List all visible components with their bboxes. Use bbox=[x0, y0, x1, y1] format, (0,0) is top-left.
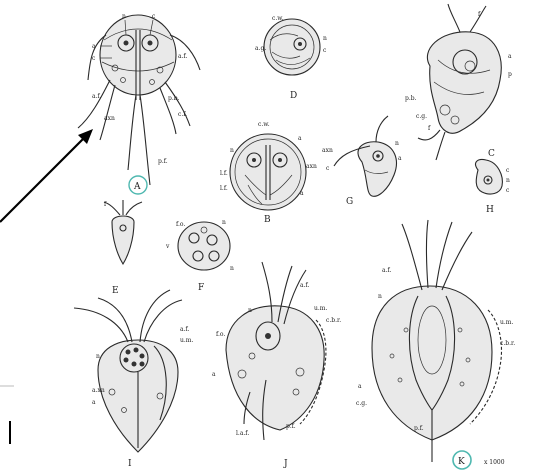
label-k-n: n bbox=[378, 293, 382, 300]
label-a-a2: a.f. bbox=[178, 53, 187, 60]
label-c-pb: p.b. bbox=[405, 95, 417, 102]
panel-letter-d: D bbox=[290, 91, 297, 101]
label-i-n: n bbox=[96, 353, 100, 360]
label-j-laf: l.a.f. bbox=[236, 430, 249, 437]
label-f-fo: f.o. bbox=[176, 221, 185, 228]
label-j-pf: p.f. bbox=[286, 423, 296, 430]
label-j-fo: f.o. bbox=[216, 331, 225, 338]
label-j-a: a bbox=[212, 371, 216, 378]
panel-letter-e: E bbox=[112, 286, 119, 296]
label-b-lf1: l.f. bbox=[220, 170, 228, 177]
panel-letter-k: K bbox=[458, 457, 465, 467]
label-k-a: a bbox=[358, 383, 362, 390]
panel-letter-f: F bbox=[198, 283, 204, 293]
label-k-cg: c.g. bbox=[356, 400, 367, 407]
label-b-a2: a bbox=[300, 190, 304, 197]
label-k-um: u.m. bbox=[500, 319, 513, 326]
label-a-pb: p.b. bbox=[168, 95, 180, 102]
scale-note: x 1000 bbox=[484, 459, 505, 466]
label-a-axn: axn bbox=[104, 115, 115, 122]
panel-letter-b: B bbox=[264, 215, 271, 225]
label-g-a: a bbox=[398, 155, 402, 162]
label-d-cw: c.w. bbox=[272, 15, 284, 22]
panel-letter-j: J bbox=[283, 459, 288, 469]
label-i-a: a bbox=[92, 399, 96, 406]
label-a-n: n bbox=[122, 13, 126, 20]
label-k-pf: p.f. bbox=[414, 425, 424, 432]
label-i-af: a.f. bbox=[180, 326, 189, 333]
panel-letter-c: C bbox=[488, 149, 495, 159]
label-b-a: a bbox=[298, 135, 302, 142]
label-d-n: n bbox=[323, 35, 327, 42]
label-b-n: n bbox=[230, 147, 234, 154]
label-k-cbr: c.b.r. bbox=[500, 340, 515, 347]
label-g-n: n bbox=[395, 140, 399, 147]
label-h-n: n bbox=[506, 177, 510, 184]
label-k-af: a.f. bbox=[382, 267, 391, 274]
label-f-v: v bbox=[165, 243, 170, 250]
label-f-n2: n bbox=[230, 265, 234, 272]
label-a-cf: c.f. bbox=[178, 111, 187, 118]
label-a-a1: a bbox=[92, 43, 96, 50]
label-b-lf2: l.f. bbox=[220, 185, 228, 192]
label-j-n: n bbox=[248, 307, 252, 314]
label-b-axn: axn bbox=[306, 163, 317, 170]
label-c-p: p bbox=[508, 71, 512, 78]
label-f-n: n bbox=[222, 219, 226, 226]
panel-letter-a: A bbox=[133, 182, 141, 192]
panel-letter-i: I bbox=[128, 459, 132, 469]
label-i-um: u.m. bbox=[180, 337, 193, 344]
organism-b bbox=[230, 134, 306, 210]
label-a-pf: p.f. bbox=[158, 158, 168, 165]
label-a-af: a.f. bbox=[92, 93, 101, 100]
label-d-ag: a.g. bbox=[255, 45, 266, 52]
panel-letter-h: H bbox=[486, 205, 494, 215]
label-c-a: a bbox=[508, 53, 512, 60]
label-i-axn: a.xn bbox=[92, 387, 105, 394]
panel-letter-g: G bbox=[346, 197, 353, 207]
label-g-axn: axn bbox=[322, 147, 333, 154]
label-b-cw: c.w. bbox=[258, 121, 270, 128]
organism-f bbox=[178, 222, 230, 270]
label-c-cg: c.g. bbox=[416, 113, 427, 120]
label-j-um: u.m. bbox=[314, 305, 327, 312]
organism-d bbox=[264, 19, 320, 75]
label-j-cbr: c.b.r. bbox=[326, 317, 341, 324]
label-j-af: a.f. bbox=[300, 282, 309, 289]
